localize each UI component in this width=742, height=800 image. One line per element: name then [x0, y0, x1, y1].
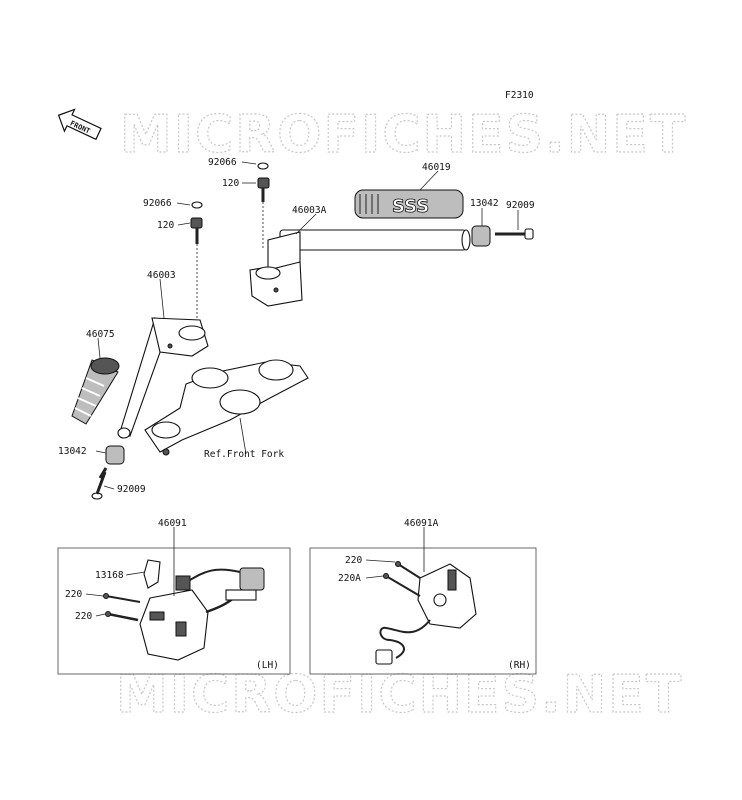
switch-box-rh [309, 547, 537, 675]
clamp-13168 [143, 559, 161, 589]
end-weight-right-13042 [471, 225, 491, 247]
grip-left-46075 [71, 357, 120, 425]
screw-220a-rh [383, 573, 421, 597]
label-220-rh: 220 [345, 555, 362, 566]
label-rh: (RH) [508, 660, 531, 671]
label-92066-left: 92066 [143, 198, 172, 209]
watermark-top: MICROFICHES.NET [120, 105, 687, 165]
watermark-bottom: MICROFICHES.NET [116, 665, 683, 725]
bolt-120-left [190, 217, 203, 244]
label-92066-top: 92066 [208, 157, 237, 168]
bolt-120-top [257, 177, 270, 202]
label-46003: 46003 [147, 270, 176, 281]
label-46003a: 46003A [292, 205, 327, 216]
label-46091: 46091 [158, 518, 187, 529]
label-13168: 13168 [95, 570, 124, 581]
screw-220-lh-b [105, 611, 139, 622]
screw-220-rh [395, 561, 421, 579]
label-13042-right: 13042 [470, 198, 499, 209]
label-lh: (LH) [256, 660, 279, 671]
label-ref-front-fork: Ref.Front Fork [204, 449, 284, 460]
label-46075: 46075 [86, 329, 115, 340]
switch-housing-rh-46091a [375, 563, 477, 665]
label-120-left: 120 [157, 220, 174, 231]
label-92009-left: 92009 [117, 484, 146, 495]
washer-92066-left [191, 201, 203, 209]
label-220-lh-a: 220 [65, 589, 82, 600]
diagram-id: F2310 [505, 90, 534, 101]
label-92009-right: 92009 [506, 200, 535, 211]
screw-left-92009 [91, 467, 108, 500]
label-220-lh-b: 220 [75, 611, 92, 622]
svg-text:SSS: SSS [392, 196, 429, 217]
handlebar-right-46003a [249, 229, 471, 307]
front-arrow-icon: FRONT [57, 108, 102, 141]
end-weight-left-13042 [105, 445, 125, 465]
screw-220-lh-a [103, 593, 141, 603]
screw-right-92009 [495, 228, 534, 240]
washer-92066-top [257, 162, 269, 170]
label-46019: 46019 [422, 162, 451, 173]
triple-clamp [144, 359, 309, 456]
label-13042-left: 13042 [58, 446, 87, 457]
handlebar-left-46003 [117, 317, 209, 439]
leader-lines [85, 161, 519, 617]
label-220a-rh: 220A [338, 573, 361, 584]
switch-housing-lh-46091 [139, 567, 265, 661]
grip-right-46019: SSS [354, 189, 464, 219]
label-46091a: 46091A [404, 518, 439, 529]
label-120-top: 120 [222, 178, 239, 189]
